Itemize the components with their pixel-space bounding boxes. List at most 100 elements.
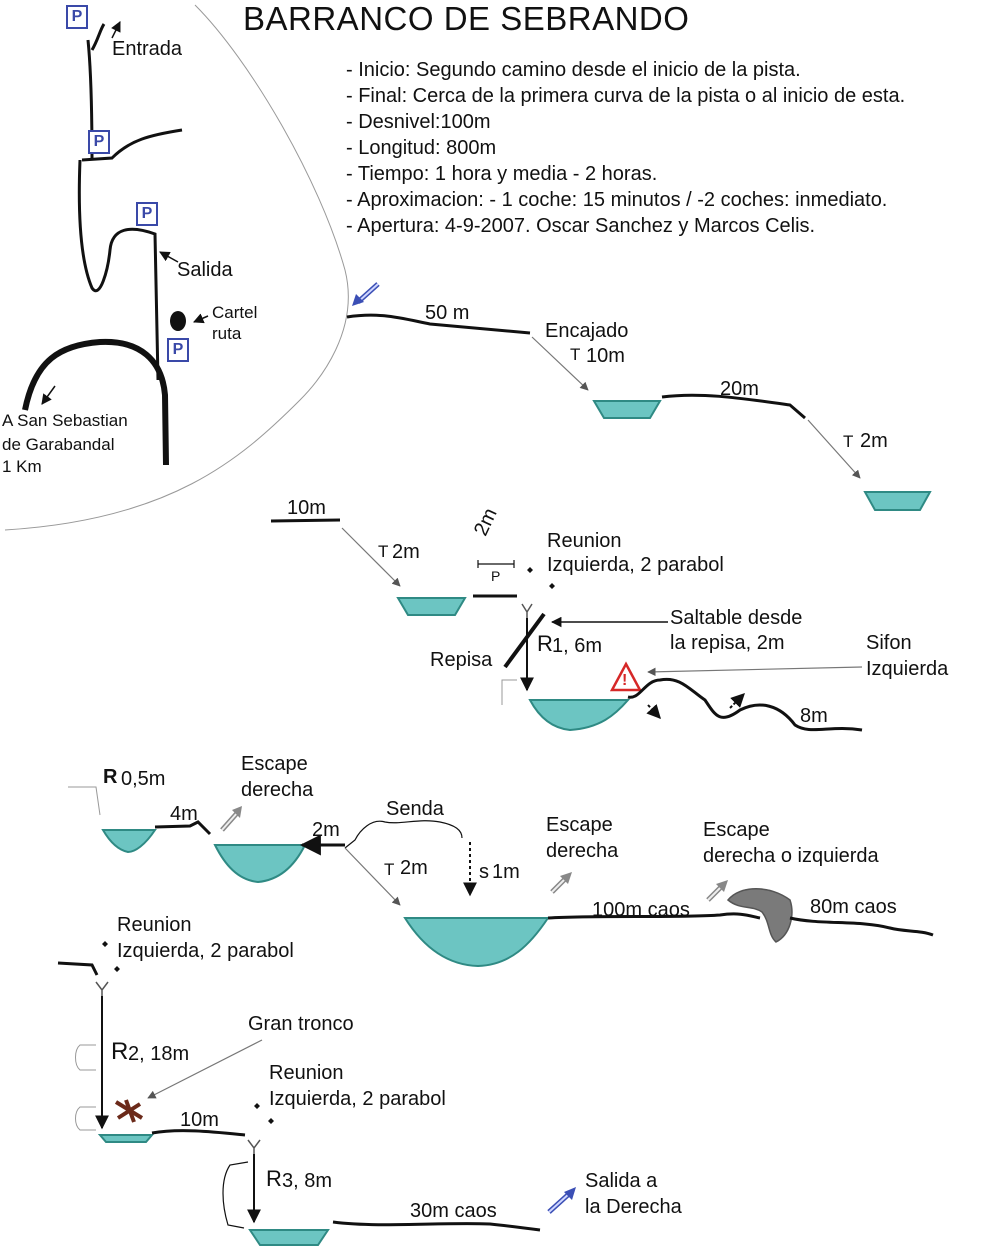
s-symbol: s <box>479 861 489 883</box>
label-senda: Senda <box>386 798 444 820</box>
label-t2-2: 2m <box>392 541 420 563</box>
label-reunion-3: Reunion <box>269 1062 344 1084</box>
r-symbol-2: R <box>111 1038 129 1065</box>
label-80m-caos: 80m caos <box>810 896 897 918</box>
map-salida-arrow <box>159 251 179 263</box>
pendulum-dim <box>477 560 515 568</box>
label-r05: 0,5m <box>121 768 166 790</box>
label-gran-tronco: Gran tronco <box>248 1013 354 1035</box>
wall-r3 <box>222 1161 249 1229</box>
label-p: P <box>491 568 501 584</box>
label-30m-caos: 30m caos <box>410 1200 497 1222</box>
map-destino-label-3: 1 Km <box>2 457 42 476</box>
label-t2-1: 2m <box>860 430 888 452</box>
info-apertura: - Apertura: 4-9-2007. Oscar Sanchez y Ma… <box>346 215 816 237</box>
path-t2-line <box>344 847 401 906</box>
info-tiempo: - Tiempo: 1 hora y media - 2 horas. <box>346 163 658 185</box>
map-boundary-line <box>4 4 349 531</box>
pool-5 <box>101 829 157 854</box>
path-80m-caos <box>789 916 934 937</box>
wall-left <box>501 679 517 705</box>
path-100m-caos <box>547 912 761 920</box>
label-t2-3: 2m <box>400 857 428 879</box>
label-reunion-3b: Izquierda, 2 parabol <box>269 1088 446 1110</box>
label-sifon-1: Sifon <box>866 632 912 654</box>
label-salida-2: la Derecha <box>585 1196 682 1218</box>
info-desnivel: - Desnivel:100m <box>346 111 491 133</box>
label-4m: 4m <box>170 803 198 825</box>
label-escape1-1: Escape <box>241 753 308 775</box>
label-saltable-2: la repisa, 2m <box>670 632 785 654</box>
parking-icon-1: P <box>66 5 88 29</box>
label-r2: 2, 18m <box>128 1043 190 1065</box>
label-8m: 8m <box>800 705 828 727</box>
rappel-anchor-2 <box>95 981 109 996</box>
rappel-anchor-1 <box>521 603 533 618</box>
path-10m-4 <box>151 1129 246 1137</box>
page-title: BARRANCO DE SEBRANDO <box>243 0 690 37</box>
arrow-t2-1 <box>807 419 861 479</box>
label-reunion-1: Reunion <box>547 530 622 552</box>
pool-9 <box>248 1229 330 1246</box>
wall-r05 <box>68 786 101 816</box>
warning-mark: ! <box>622 672 628 689</box>
label-r3: 3, 8m <box>282 1170 333 1192</box>
dashed-arrow-up <box>729 693 745 709</box>
r-symbol-05: R <box>103 766 118 788</box>
map-cartel-label-2: ruta <box>212 324 242 343</box>
pool-6 <box>213 844 307 884</box>
map-destino-label-2: de Garabandal <box>2 435 115 454</box>
label-escape2-1: Escape <box>546 814 613 836</box>
map-salida-label: Salida <box>177 259 233 281</box>
boulder-icon <box>726 888 793 943</box>
label-escape2-2: derecha <box>546 840 619 862</box>
dashed-arrow-down <box>646 703 661 720</box>
parking-icon-2: P <box>88 130 110 154</box>
label-s1: 1m <box>492 861 520 883</box>
label-reunion-1b: Izquierda, 2 parabol <box>547 554 724 576</box>
label-100m-caos: 100m caos <box>592 899 690 921</box>
pool-8 <box>97 1134 155 1143</box>
label-escape1-2: derecha <box>241 779 314 801</box>
label-r1: 1, 6m <box>552 635 603 657</box>
path-50m <box>346 313 531 335</box>
path-30m-caos <box>332 1220 541 1232</box>
arrow-encajado <box>531 336 589 391</box>
label-10m: 10m <box>287 497 326 519</box>
map-destino-label-1: A San Sebastian <box>2 411 128 430</box>
label-saltable-1: Saltable desde <box>670 607 803 629</box>
label-reunion-2: Reunion <box>117 914 192 936</box>
r-symbol-3: R <box>266 1166 282 1191</box>
label-10m-4: 10m <box>180 1109 219 1131</box>
info-aproximacion: - Aproximacion: - 1 coche: 15 minutos / … <box>346 189 888 211</box>
pool-3 <box>396 597 467 616</box>
t-symbol-4: T <box>384 860 395 879</box>
parking-icon-4: P <box>167 338 189 362</box>
path-4m <box>154 820 212 836</box>
t-symbol-3: T <box>378 542 389 561</box>
map-cartel-label-1: Cartel <box>212 303 258 322</box>
anchor-4-2 <box>254 1103 274 1124</box>
label-t10: 10m <box>586 345 625 367</box>
path-20m <box>661 393 806 420</box>
r-symbol-1: R <box>537 631 553 656</box>
map-road-pista <box>22 338 169 466</box>
info-final: - Final: Cerca de la primera curva de la… <box>346 85 906 107</box>
t-symbol-1: T <box>570 345 581 364</box>
label-salida-1: Salida a <box>585 1170 658 1192</box>
label-escape3-2: derecha o izquierda <box>703 845 879 867</box>
anchor-4-1 <box>102 941 120 972</box>
rappel-anchor-3 <box>247 1139 261 1154</box>
path-10m <box>270 518 341 523</box>
map-road-branch <box>81 128 183 162</box>
info-longitud: - Longitud: 800m <box>346 137 497 159</box>
map-entrada-label: Entrada <box>112 38 183 60</box>
sifon-warning-icon <box>609 661 643 692</box>
map-destino-arrow <box>41 385 56 405</box>
arrow-gran-tronco <box>147 1039 263 1099</box>
arrow-sifon <box>647 666 863 677</box>
label-encajado: Encajado <box>545 320 629 342</box>
anchor-2-1 <box>527 567 555 589</box>
t-symbol-2: T <box>843 432 854 451</box>
